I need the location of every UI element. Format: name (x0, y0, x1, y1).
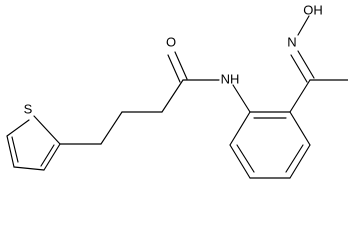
bond-nh-ring (232, 84, 251, 113)
butanamide-chain (59, 51, 220, 145)
bond-n-oh (297, 15, 310, 36)
bond-imine-double-right (297, 50, 315, 79)
bond-ch2-carbonyl (161, 79, 184, 113)
thiophene-sulfur-label: S (24, 101, 33, 116)
ring-bond-5 (289, 111, 311, 146)
bond-carbonyl-o-right (174, 51, 188, 80)
oxime-substituent (289, 15, 348, 113)
bond-c3-c4 (13, 166, 45, 171)
thiophene-ring (6, 115, 61, 171)
bond-c4-c5 (6, 135, 15, 168)
ring-bond-4-double (285, 144, 304, 173)
chemical-structure-diagram: S O NH N OH (6, 2, 348, 179)
oxime-nitrogen-label: N (287, 34, 296, 49)
bond-c5-s (6, 119, 30, 137)
bond-s-c2 (33, 115, 61, 145)
phenyl-ring (229, 84, 311, 179)
amide-nh-label: NH (221, 71, 240, 86)
ring-bond-4 (289, 144, 311, 179)
bond-ring-imine-carbon (289, 79, 311, 113)
bond-carbonyl-o-left (167, 54, 181, 83)
bond-c3-c3-double (40, 144, 55, 167)
bond-imine-double-left (290, 54, 308, 83)
bond-ch2-ch2-a (100, 111, 123, 145)
bond-c4-c5-double (11, 136, 19, 163)
bond-c2-c3 (43, 143, 61, 171)
ring-bond-1 (229, 111, 251, 146)
carbonyl-oxygen-label: O (166, 34, 176, 49)
oxime-hydroxyl-label: OH (303, 2, 323, 17)
ring-bond-2-double (236, 144, 255, 173)
ring-bond-2 (229, 144, 251, 179)
